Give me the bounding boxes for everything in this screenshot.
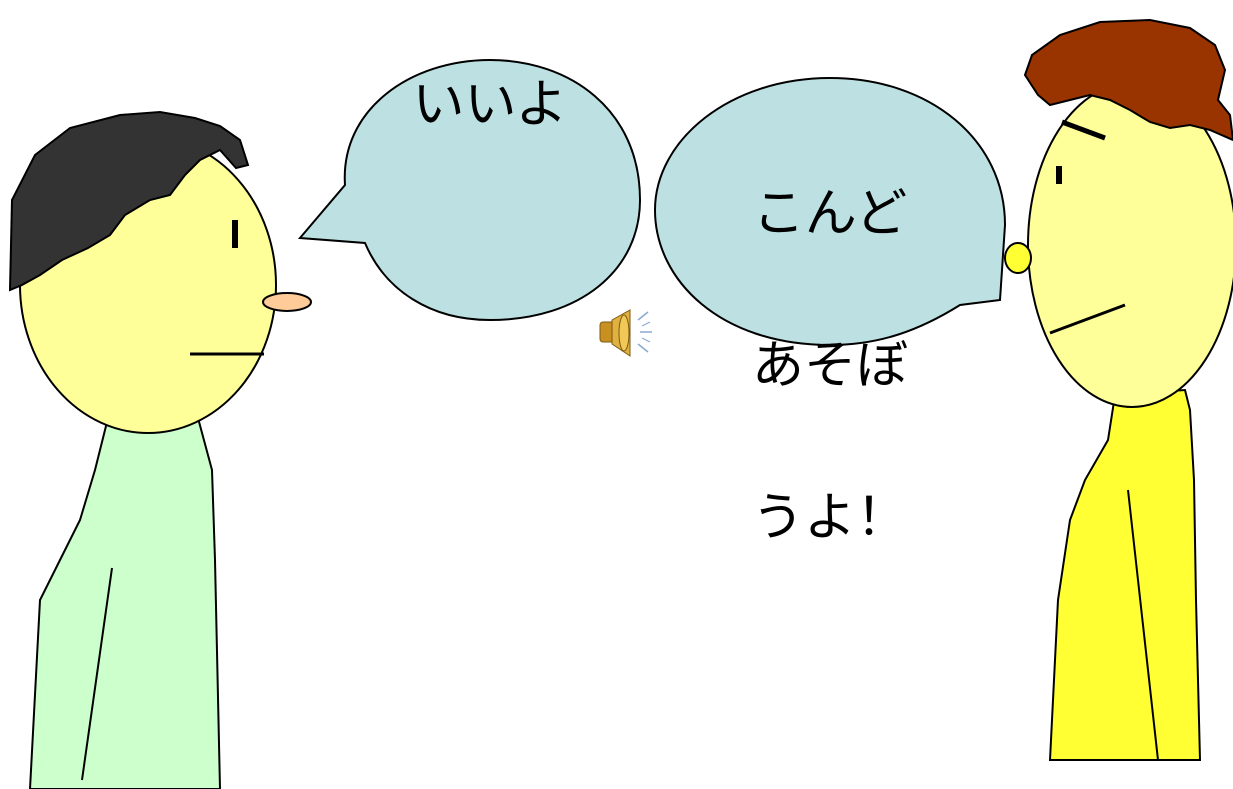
left-shirt [28, 417, 222, 789]
right-speech-line: うよ！ [751, 488, 908, 548]
right-hair [1023, 18, 1233, 142]
right-arm-line [1127, 489, 1159, 761]
left-person [8, 110, 312, 789]
right-shirt [1048, 388, 1202, 761]
left-hair [8, 110, 250, 292]
right-nose [1004, 242, 1032, 274]
left-eye [232, 220, 238, 248]
left-speech-bubble [297, 58, 642, 322]
left-speech-text: いいよ [412, 75, 568, 135]
right-speech-line: あそぼ [751, 336, 908, 396]
right-eye [1056, 166, 1062, 184]
right-person [1004, 18, 1233, 761]
left-nose [262, 292, 312, 312]
right-speech-text: こんど あそぼ うよ！ [715, 100, 945, 632]
right-mouth [1049, 303, 1126, 335]
left-arm-line [81, 567, 113, 781]
right-speech-line: こんど [752, 184, 908, 244]
right-face [1027, 82, 1233, 408]
right-speech-bubble [653, 76, 1007, 347]
right-eyebrow [1061, 119, 1106, 141]
speaker-icon[interactable] [599, 309, 652, 357]
